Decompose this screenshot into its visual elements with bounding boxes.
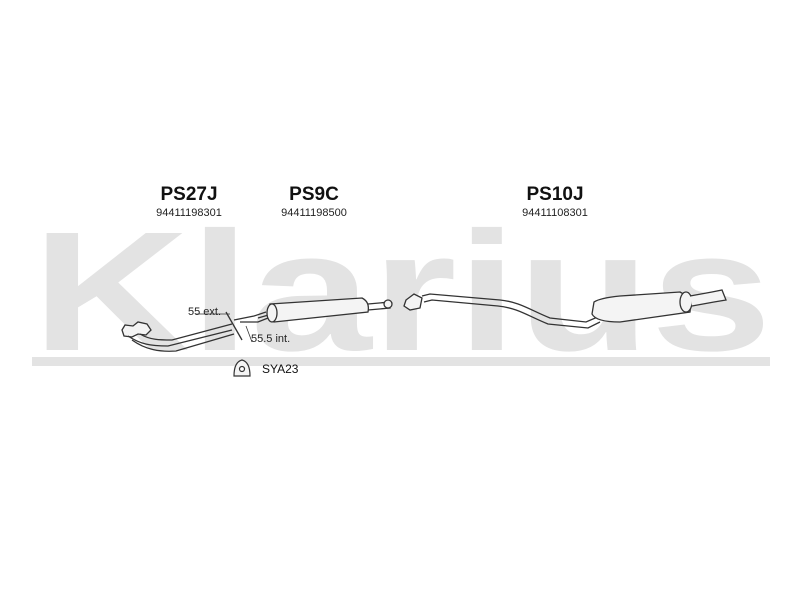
- int-leader: [245, 325, 253, 343]
- part-number-ps27j: 94411198301: [156, 207, 222, 219]
- front-pipe-tube-1: [127, 329, 233, 347]
- accessory-code-sya23: SYA23: [262, 362, 299, 376]
- part-code-ps27j: PS27J: [160, 184, 218, 205]
- dimension-ext-label: 55 ext.: [188, 306, 222, 318]
- front-pipe-ps27j: [121, 311, 269, 352]
- rear-pipe-top: [421, 293, 601, 323]
- klarius-watermark: Klarius: [32, 197, 772, 387]
- rear-pipe-bottom: [423, 299, 601, 329]
- connector-flange: [403, 293, 423, 311]
- center-box-ps9c: [257, 297, 393, 323]
- front-pipe-end-2: [240, 317, 269, 323]
- part-code-ps9c: PS9C: [289, 184, 339, 205]
- part-number-ps9c: 94411198500: [281, 207, 347, 219]
- part-number-ps10j: 94411108301: [522, 207, 588, 219]
- rear-silencer-end: [679, 291, 693, 313]
- rear-section-ps10j: [421, 289, 727, 329]
- front-pipe-tube-2: [139, 323, 233, 341]
- part-code-ps10j: PS10J: [526, 184, 584, 205]
- watermark-text: Klarius: [32, 197, 772, 387]
- tail-pipe: [689, 289, 727, 307]
- clamp-line: [225, 311, 243, 341]
- center-box-end: [266, 303, 278, 323]
- front-pipe-tube-3: [131, 333, 235, 352]
- center-outlet-ring: [383, 299, 393, 309]
- hanger-hole: [238, 365, 246, 373]
- rubber-hanger-icon: [233, 359, 251, 377]
- dimension-int-label: 55.5 int.: [251, 333, 291, 345]
- watermark-underline: [32, 357, 770, 366]
- front-pipe-end: [233, 311, 267, 321]
